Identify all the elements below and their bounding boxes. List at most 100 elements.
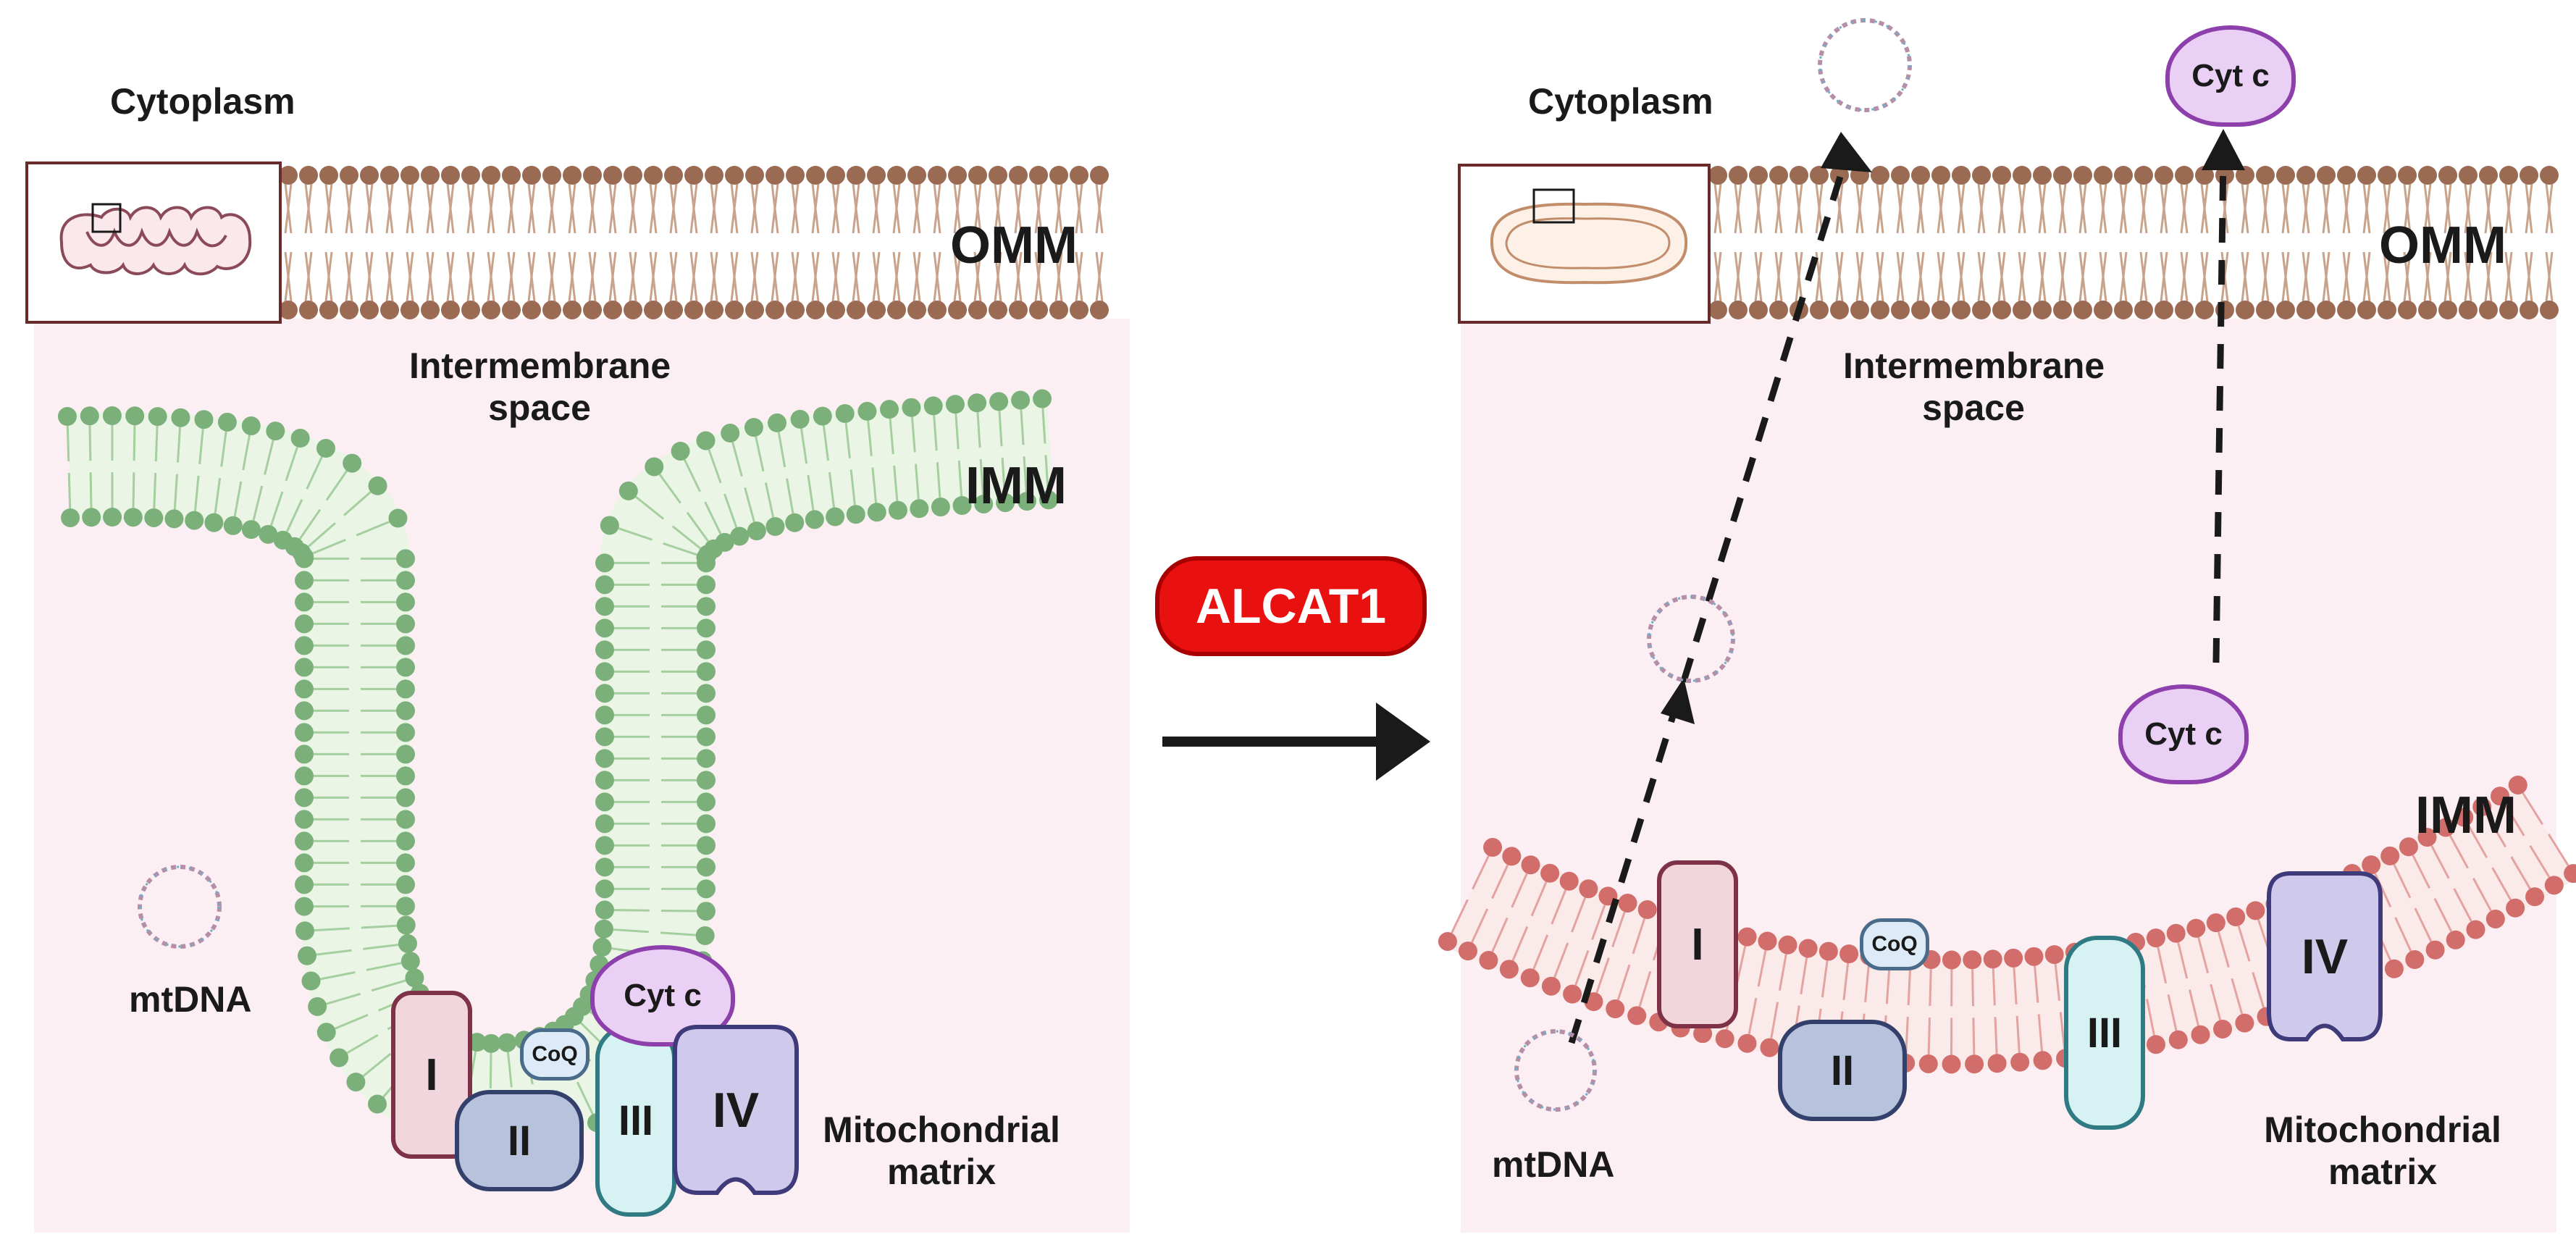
omm-tail <box>2322 251 2330 302</box>
imm-tail <box>2529 844 2551 878</box>
imm-head <box>125 406 145 426</box>
imm-head <box>259 524 278 544</box>
omm-tail <box>2180 251 2189 302</box>
omm-head <box>644 301 663 319</box>
omm-head <box>2195 301 2214 319</box>
imm-tail <box>356 521 390 537</box>
imm-tail <box>343 491 372 516</box>
omm-head <box>2073 166 2092 185</box>
omm-tail <box>1754 251 1763 302</box>
imm-tail <box>2433 898 2453 932</box>
omm-tail <box>892 251 901 302</box>
imm-tail <box>1736 945 1747 983</box>
imm-tail <box>2015 1015 2021 1053</box>
imm-head <box>595 684 614 703</box>
imm-tail <box>2177 942 2189 979</box>
omm-head <box>1931 166 1950 185</box>
imm-tail <box>1491 864 1509 899</box>
imm-tail <box>2167 994 2178 1031</box>
imm-head <box>295 701 314 721</box>
imm-tail <box>285 446 298 482</box>
omm-head <box>2540 166 2559 185</box>
imm-head <box>1540 863 1560 883</box>
imm-head <box>697 684 716 703</box>
omm-head <box>2195 166 2214 185</box>
omm-head <box>360 301 379 319</box>
imm-head <box>396 853 415 873</box>
imm-head <box>316 1023 336 1042</box>
omm-tail <box>2443 183 2452 234</box>
imm-tail <box>1994 1017 1998 1054</box>
omm-tail <box>811 183 820 234</box>
omm-tail <box>912 251 921 302</box>
omm-tail <box>933 183 941 234</box>
omm-tail <box>1876 251 1884 302</box>
omm-head <box>279 166 298 185</box>
imm-head <box>813 406 832 426</box>
imm-head <box>346 1073 366 1092</box>
imm-head <box>295 723 314 742</box>
imm-head <box>697 879 716 899</box>
omm-head <box>1911 301 1930 319</box>
omm-tail <box>629 183 637 234</box>
imm-head <box>61 508 80 527</box>
imm-tail <box>660 909 697 913</box>
imm-tail <box>2037 1014 2044 1052</box>
omm-head <box>421 166 440 185</box>
omm-head <box>1749 301 1768 319</box>
omm-tail <box>2362 251 2371 302</box>
imm-tail <box>314 927 350 932</box>
imm-tail <box>723 493 738 528</box>
omm-tail <box>608 183 617 234</box>
imm-tail <box>362 1052 392 1078</box>
imm-tail <box>67 472 72 509</box>
imm-head <box>2226 907 2246 927</box>
imm-tail <box>1821 960 1829 998</box>
imm-tail <box>671 525 701 550</box>
imm-head <box>164 509 184 529</box>
omm-tail <box>1713 183 1722 234</box>
imm-tail <box>2430 844 2450 879</box>
left-complex-ii: II <box>455 1090 584 1191</box>
imm-tail <box>214 478 222 513</box>
imm-tail <box>1907 968 1912 1005</box>
left-cytoplasm-label: Cytoplasm <box>110 81 295 122</box>
imm-head <box>1458 941 1477 961</box>
imm-head <box>316 439 335 458</box>
imm-head <box>595 814 614 834</box>
imm-tail <box>957 461 963 497</box>
imm-head <box>2564 864 2576 884</box>
imm-head <box>396 614 415 634</box>
omm-tail <box>2342 183 2351 234</box>
imm-head <box>595 618 614 638</box>
omm-tail <box>2423 251 2432 302</box>
omm-tail <box>1855 183 1864 234</box>
imm-head <box>2206 913 2225 933</box>
omm-tail <box>426 251 435 302</box>
mtdna-release-arrow <box>1568 154 1850 1044</box>
imm-tail <box>828 471 835 508</box>
omm-head <box>745 166 764 185</box>
imm-head <box>194 410 214 429</box>
imm-tail <box>744 487 755 523</box>
imm-head <box>2004 948 2023 968</box>
imm-tail <box>1778 954 1787 991</box>
imm-tail <box>998 411 1003 447</box>
imm-tail <box>2013 967 2018 1004</box>
omm-tail <box>2160 183 2168 234</box>
imm-tail <box>2453 888 2472 922</box>
imm-tail <box>2504 803 2525 836</box>
imm-tail <box>915 463 920 500</box>
imm-tail <box>264 440 274 475</box>
imm-head <box>595 857 614 877</box>
omm-tail <box>568 251 576 302</box>
omm-head <box>2398 301 2417 319</box>
imm-tail <box>2547 834 2569 866</box>
omm-head <box>2276 166 2295 185</box>
left-imm-label: IMM <box>965 457 1067 515</box>
right-intermembrane-label: Intermembrane space <box>1843 345 2105 429</box>
imm-tail <box>1041 408 1046 444</box>
omm-tail <box>385 251 394 302</box>
left-omm-membrane <box>279 166 1109 319</box>
omm-tail <box>568 183 576 234</box>
